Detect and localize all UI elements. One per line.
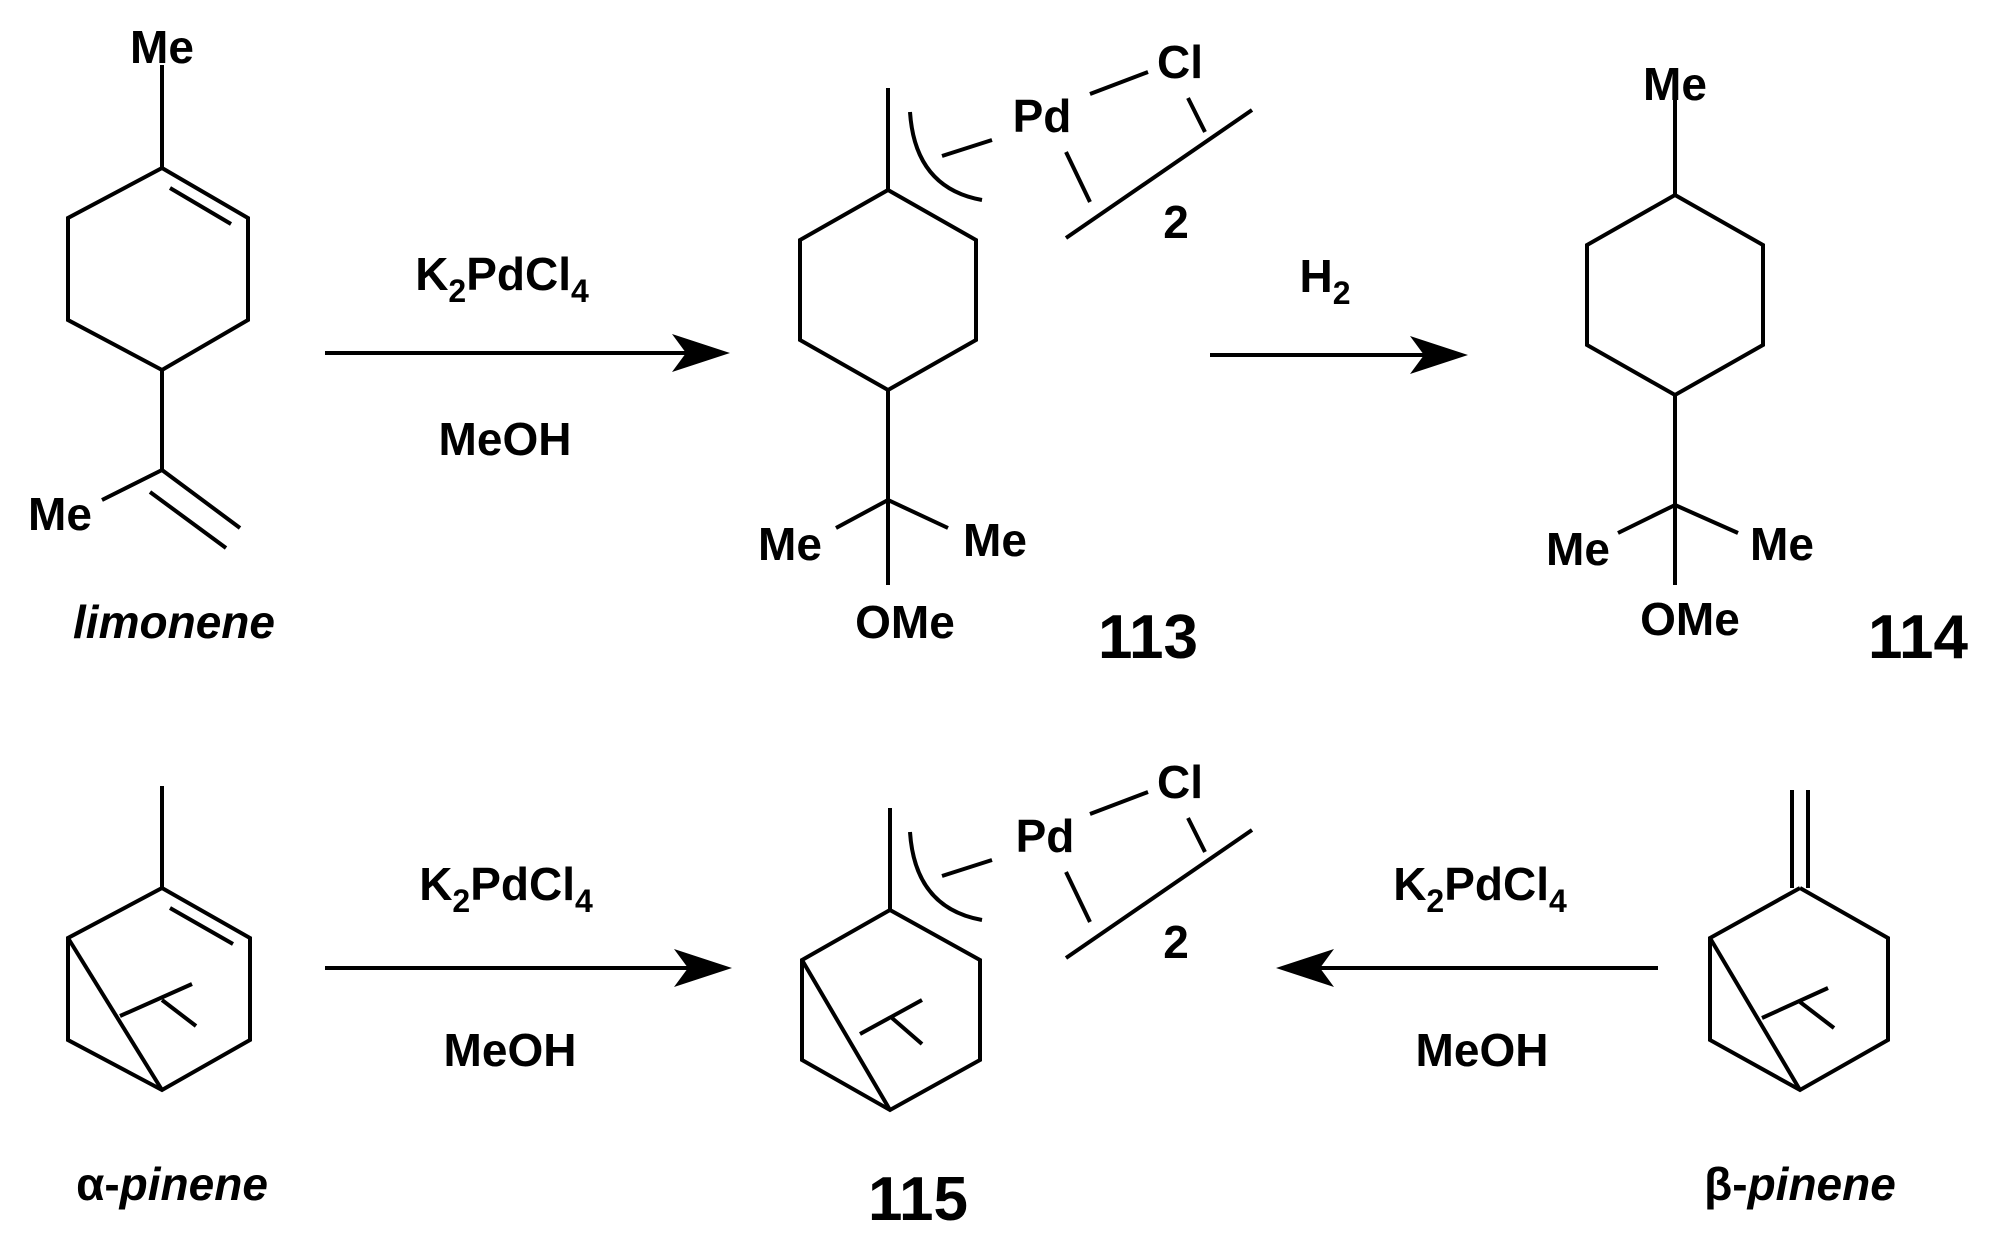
limonene-left-me-label: Me bbox=[28, 488, 92, 540]
alpha-pinene-name: α-pinene bbox=[76, 1158, 268, 1210]
compound-115-number: 115 bbox=[868, 1165, 968, 1234]
beta-pinene-structure bbox=[1708, 790, 1890, 1093]
limonene-structure: Me Me bbox=[28, 21, 250, 550]
c115-dimer-count: 2 bbox=[1163, 916, 1189, 968]
reaction4-reagent-below: MeOH bbox=[1416, 1024, 1549, 1076]
c113-ome-label: OMe bbox=[855, 596, 955, 648]
reaction2-reagent-above: H2 bbox=[1299, 250, 1350, 311]
compound-114-structure: Me Me Me OMe bbox=[1546, 58, 1814, 645]
alpha-pinene-structure bbox=[66, 786, 252, 1093]
compound-113-number: 113 bbox=[1098, 603, 1198, 672]
reaction3-reagent-above: K2PdCl4 bbox=[419, 858, 593, 919]
reaction1-reagent-above: K2PdCl4 bbox=[415, 248, 589, 309]
arrow-1 bbox=[325, 334, 730, 372]
compound-114-number: 114 bbox=[1868, 603, 1969, 672]
c115-cl-label: Cl bbox=[1157, 756, 1203, 808]
c113-cl-label: Cl bbox=[1157, 36, 1203, 88]
c114-me-left-label: Me bbox=[1546, 523, 1610, 575]
c114-top-me-label: Me bbox=[1643, 58, 1707, 110]
c113-pd-label: Pd bbox=[1013, 90, 1072, 142]
reaction1-reagent-below: MeOH bbox=[439, 413, 572, 465]
c113-dimer-count: 2 bbox=[1163, 196, 1189, 248]
limonene-top-me-label: Me bbox=[130, 21, 194, 73]
limonene-name: limonene bbox=[73, 596, 275, 648]
reaction3-reagent-below: MeOH bbox=[444, 1024, 577, 1076]
c114-ome-label: OMe bbox=[1640, 593, 1740, 645]
c115-pd-label: Pd bbox=[1016, 810, 1075, 862]
beta-pinene-name: β-pinene bbox=[1704, 1158, 1896, 1210]
arrow-4 bbox=[1276, 949, 1658, 987]
arrow-2 bbox=[1210, 336, 1468, 374]
c113-me-left-label: Me bbox=[758, 518, 822, 570]
c113-me-right-label: Me bbox=[963, 514, 1027, 566]
arrow-3 bbox=[325, 949, 732, 987]
reaction4-reagent-above: K2PdCl4 bbox=[1393, 858, 1567, 919]
compound-113-structure: Pd Cl 2 Me Me OMe bbox=[758, 36, 1254, 648]
c114-me-right-label: Me bbox=[1750, 518, 1814, 570]
compound-115-structure: Pd Cl 2 bbox=[800, 756, 1254, 1113]
